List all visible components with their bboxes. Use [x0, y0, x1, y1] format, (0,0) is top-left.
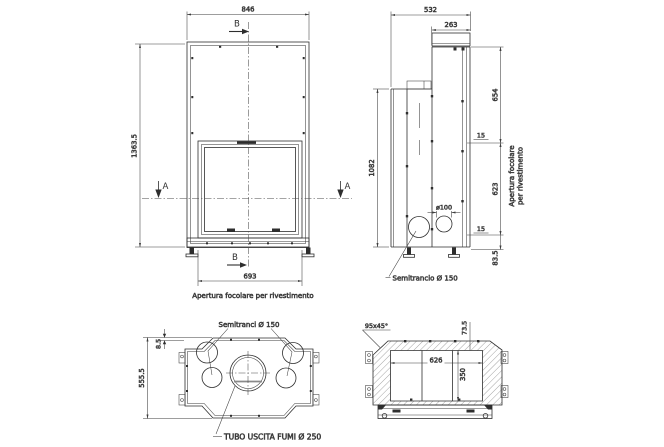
plan-dim-offset: 8.5 — [155, 339, 163, 349]
section-arrow-a-right — [337, 189, 344, 198]
plan-view: Semitranci Ø 150 555.5 8.5 TUBO USCITA F… — [138, 321, 322, 442]
section-view-walls — [372, 340, 503, 406]
side-view: 532 263 654 623 83.5 15 15 1082 — [368, 6, 525, 283]
semitrancio-bottom-left — [201, 367, 223, 388]
front-view-details — [185, 45, 315, 258]
side-foot-right — [452, 247, 456, 255]
side-rotated-label-1: Apertura focolare — [508, 145, 516, 206]
front-dim-height: 1363.5 — [131, 134, 139, 158]
side-dim-flue-depth: 263 — [445, 21, 458, 29]
section-view-base-rail — [377, 404, 493, 419]
plan-view-holes — [180, 338, 318, 417]
side-dim-hole: ø100 — [436, 204, 452, 212]
side-view-details — [403, 47, 465, 258]
section-arrow-a-left — [155, 189, 162, 198]
rail-roller-right — [482, 413, 489, 419]
semitrancio-bottom-right — [275, 367, 297, 389]
door-handle — [237, 141, 256, 144]
side-leader-label: Semitrancio Ø 150 — [393, 275, 458, 283]
front-dim-opening: 693 — [244, 273, 257, 281]
front-view-outline — [186, 41, 310, 248]
front-foot-right — [306, 247, 311, 254]
side-view-dimensions: 532 263 654 623 83.5 15 15 1082 — [368, 6, 525, 283]
front-dim-width: 846 — [242, 6, 255, 14]
section-dim-chamfer: 95x45° — [365, 322, 388, 330]
side-dim-opening: 623 — [492, 183, 500, 196]
semitrancio-top-left — [196, 341, 218, 364]
plan-label-pipe: TUBO USCITA FUMI Ø 250 — [223, 433, 321, 442]
plan-dim-depth: 555.5 — [138, 368, 146, 387]
section-view: 626 350 73.5 95x45° — [362, 320, 509, 419]
plan-label-semitranci: Semitranci Ø 150 — [219, 321, 280, 329]
section-label-a-right: A — [345, 182, 351, 192]
section-dim-inner-height: 350 — [459, 368, 467, 381]
side-dim-upper: 654 — [492, 89, 500, 102]
side-dim-lip-top: 15 — [477, 132, 485, 140]
section-view-dimensions: 626 350 73.5 95x45° — [362, 320, 483, 402]
plan-view-outline — [178, 337, 320, 419]
front-view-dimensions: 846 1363.5 693 Apertura focolare per riv… — [130, 5, 314, 300]
semitrancio-top-right — [282, 342, 304, 364]
front-caption: Apertura focolare per rivestimento — [192, 292, 313, 300]
side-dim-front-height: 1082 — [368, 159, 376, 176]
section-arrow-b-top — [242, 28, 249, 35]
semitrancio-circle — [408, 216, 430, 238]
section-dim-inner-width: 626 — [430, 357, 443, 365]
section-dim-top: 73.5 — [461, 321, 469, 335]
rail-roller-left — [381, 413, 388, 419]
side-rotated-label-2: per rivestimento — [517, 147, 525, 205]
front-view-section-markers: A A B B — [155, 20, 351, 268]
section-label-a-left: A — [163, 182, 169, 192]
side-dim-lip-bottom: 15 — [477, 225, 485, 233]
side-view-outline — [390, 32, 471, 248]
section-label-b-top: B — [234, 20, 240, 30]
side-foot-left — [407, 247, 411, 255]
hole-100-circle — [435, 215, 453, 233]
section-arrow-b-bottom — [240, 262, 247, 268]
front-view-centerlines — [142, 22, 352, 268]
front-view: A A B B 846 1363.5 693 Apertura focolare… — [130, 5, 352, 300]
side-dim-depth: 532 — [424, 6, 437, 14]
section-view-brackets — [365, 351, 509, 398]
plan-view-dimensions: Semitranci Ø 150 555.5 8.5 TUBO USCITA F… — [138, 321, 322, 442]
section-label-b-bottom: B — [232, 253, 238, 263]
side-dim-base: 83.5 — [492, 250, 500, 265]
front-foot-left — [189, 247, 194, 254]
